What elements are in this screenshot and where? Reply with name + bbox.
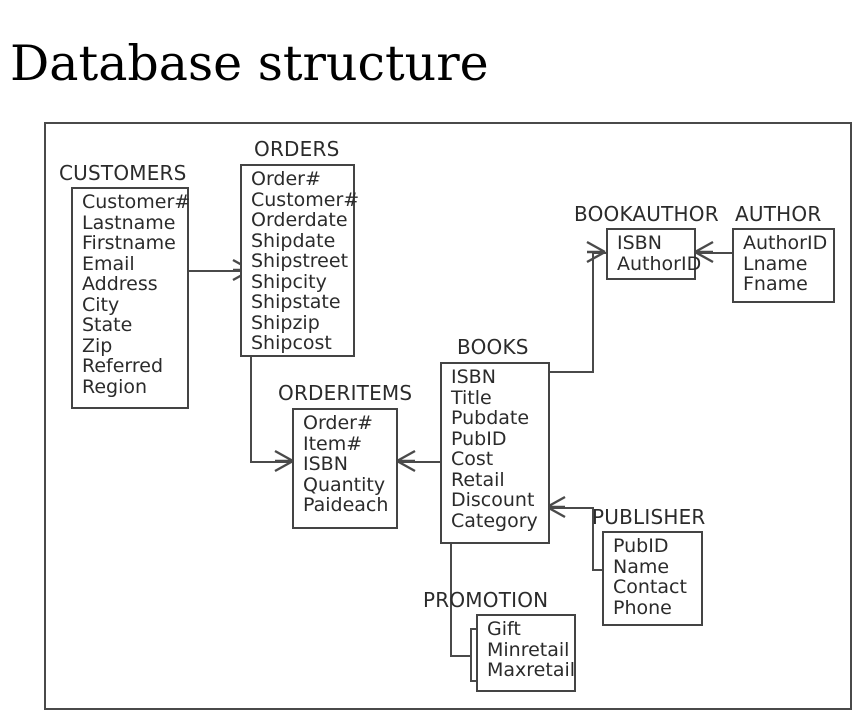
entity-title-author: AUTHOR [735,202,822,226]
connector-books-bookauthor-vertical [592,252,594,373]
attr-books-4: Retail [451,468,505,491]
crowfoot-orderitems-right [396,449,416,473]
attr-orderitems-0: ISBN [303,453,348,475]
crowfoot-orderitems-left [274,449,294,473]
crowfoot-bookauthor-left [586,240,606,264]
attr-customers-8: Region [82,375,148,398]
entity-title-books: BOOKS [457,335,529,359]
attr-publisher-2: Phone [613,596,672,619]
attr-books-1: Pubdate [451,407,530,429]
attr-orders-0: Customer# [251,188,360,211]
pk-orders-0: Order# [251,168,321,190]
attr-orders-6: Shipzip [251,311,320,334]
pk-orderitems-1: Item# [303,432,363,455]
entity-orderitems[interactable]: Order# Item# ISBN Quantity Paideach [292,408,398,529]
attr-orders-4: Shipcity [251,270,327,293]
attr-customers-5: State [82,314,133,336]
page-title: Database structure [10,34,489,92]
entity-books[interactable]: ISBN Title Pubdate PubID Cost Retail Dis… [440,362,550,544]
attribute-list-customers: Customer# Lastname Firstname Email Addre… [73,189,191,401]
entity-orders[interactable]: Order# Customer# Orderdate Shipdate Ship… [240,164,360,358]
attribute-list-bookauthor: ISBN AuthorID [608,230,701,278]
connector-books-promotion-vertical [450,544,452,657]
attr-orders-3: Shipstreet [251,250,349,272]
attr-orders-2: Shipdate [251,229,336,252]
attribute-list-books: ISBN Title Pubdate PubID Cost Retail Dis… [442,364,548,535]
attr-customers-2: Email [82,252,135,275]
attr-books-5: Discount [451,489,535,511]
er-diagram-frame: CUSTOMERS Customer# Lastname Firstname E… [44,122,852,710]
entity-publisher[interactable]: PubID Name Contact Phone [602,531,703,626]
crowfoot-bookauthor-right [694,240,714,264]
attr-customers-6: Zip [82,334,113,357]
connector-customers-orders [188,270,250,272]
attr-orderitems-2: Paideach [303,494,389,516]
pk-customers-0: Customer# [82,191,191,213]
entity-bookauthor[interactable]: ISBN AuthorID [606,228,701,280]
pk-bookauthor-0: ISBN [617,232,662,254]
attr-orderitems-1: Quantity [303,473,386,496]
attr-books-6: Category [451,509,538,532]
attr-customers-3: Address [82,273,158,295]
attribute-list-publisher: PubID Name Contact Phone [604,533,701,622]
connector-orders-orderitems-horizontal [250,461,292,463]
entity-title-bookauthor: BOOKAUTHOR [574,202,719,226]
connector-books-publisher-upper [550,507,594,509]
attr-promotion-0: Minretail [487,638,570,661]
attribute-list-promotion: Gift Minretail Maxretail [478,616,576,685]
connector-orders-orderitems-vertical [250,356,252,463]
attr-customers-7: Referred [82,355,164,377]
connector-bookauthor-author [696,252,738,254]
attr-orders-5: Shipstate [251,291,341,313]
attribute-list-orders: Order# Customer# Orderdate Shipdate Ship… [242,166,360,358]
attr-author-1: Fname [743,273,808,295]
attr-books-0: Title [451,386,492,409]
connector-books-publisher-lower [592,569,604,571]
pk-bookauthor-1: AuthorID [617,252,702,275]
attr-customers-1: Firstname [82,232,176,254]
attr-author-0: Lname [743,252,808,275]
attribute-list-author: AuthorID Lname Fname [734,230,833,299]
connector-books-bookauthor-lower [550,371,594,373]
connector-orderitems-books [398,461,446,463]
entity-title-customers: CUSTOMERS [59,161,187,185]
attribute-list-orderitems: Order# Item# ISBN Quantity Paideach [294,410,396,520]
entity-title-orderitems: ORDERITEMS [278,381,413,405]
pk-orderitems-0: Order# [303,412,373,434]
entity-customers[interactable]: Customer# Lastname Firstname Email Addre… [71,187,191,409]
pk-books-0: ISBN [451,366,496,388]
pk-author-0: AuthorID [743,232,828,254]
connector-books-promotion-horizontal [450,655,472,657]
attr-orders-7: Shipcost [251,332,332,354]
attr-publisher-0: Name [613,555,670,578]
attr-publisher-1: Contact [613,576,687,598]
attr-books-2: PubID [451,427,507,450]
entity-author[interactable]: AuthorID Lname Fname [732,228,835,303]
entity-promotion[interactable]: Gift Minretail Maxretail [476,614,576,692]
attr-customers-4: City [82,293,120,316]
entity-title-orders: ORDERS [254,137,340,161]
pk-promotion-0: Gift [487,618,521,640]
connector-books-publisher-vertical [592,507,594,571]
attr-promotion-1: Maxretail [487,659,576,681]
entity-title-publisher: PUBLISHER [592,505,706,529]
attr-orders-1: Orderdate [251,209,348,231]
crowfoot-books-right [546,495,566,519]
attr-books-3: Cost [451,448,494,470]
attr-customers-0: Lastname [82,211,176,234]
pk-publisher-0: PubID [613,535,669,557]
entity-title-promotion: PROMOTION [423,588,549,612]
